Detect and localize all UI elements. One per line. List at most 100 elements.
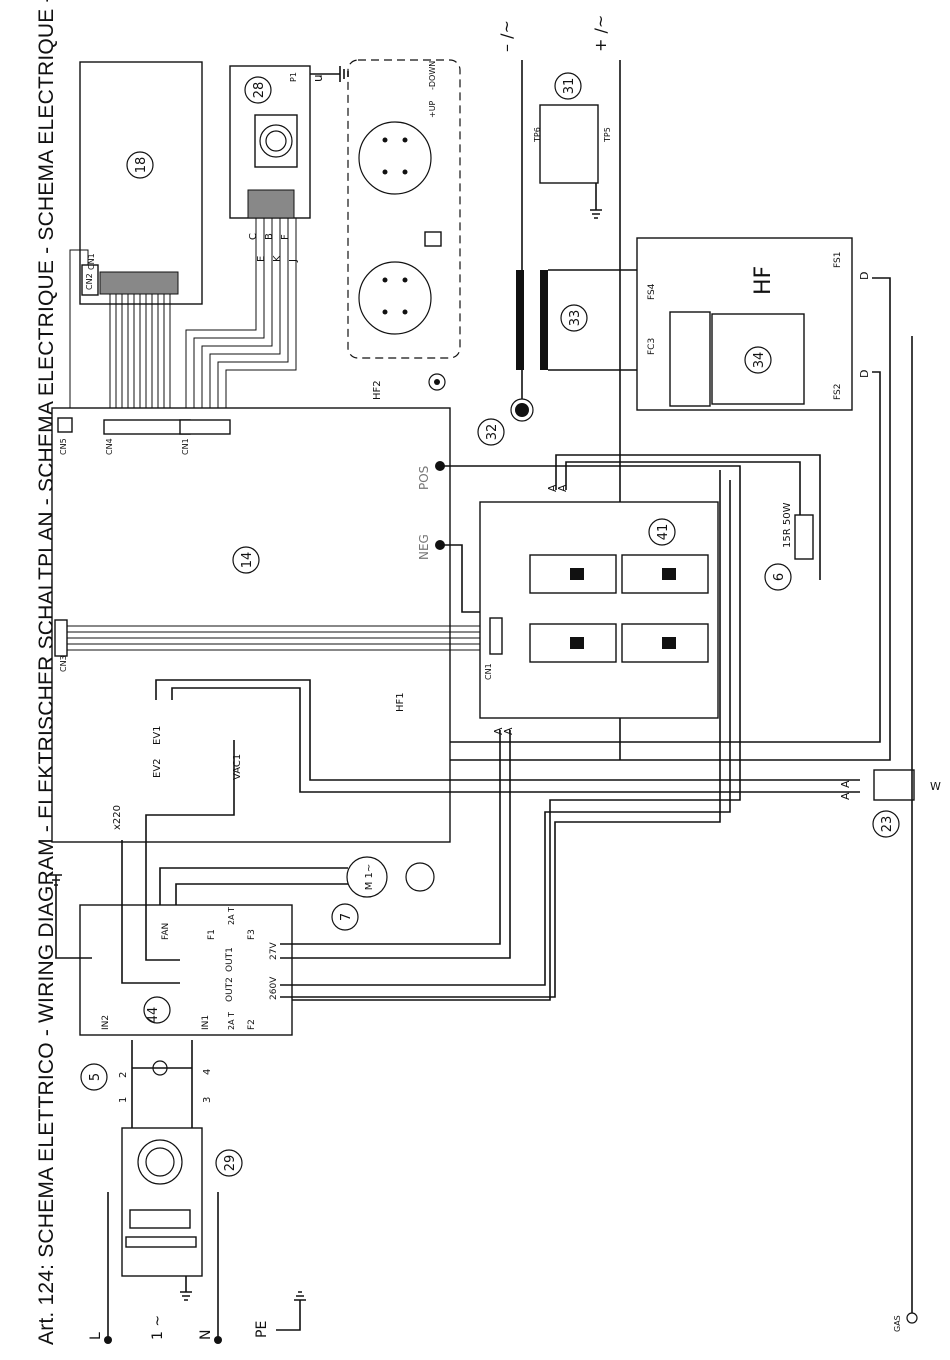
svg-text:CN5: CN5: [59, 438, 68, 455]
marker-14: [232, 546, 260, 574]
svg-text:IN2: IN2: [101, 1015, 111, 1030]
plus-output-label: + /~: [591, 15, 610, 52]
cn4-connector: [103, 419, 191, 435]
svg-text:TP5: TP5: [603, 127, 612, 143]
cn1-label-18: CN1: [87, 253, 96, 270]
svg-text:FS4: FS4: [647, 283, 657, 300]
marker-6: [764, 563, 792, 591]
svg-text:FC3: FC3: [647, 338, 657, 355]
torch-connector-lower: [358, 261, 432, 335]
label-32: 32: [485, 424, 500, 441]
ground-icon: [50, 874, 92, 959]
board-31: [539, 104, 599, 184]
cn2-label: CN2: [85, 273, 94, 290]
label-28: 28: [252, 82, 267, 99]
svg-text:+UP: +UP: [428, 100, 437, 118]
transformer-core-left: [516, 270, 524, 370]
board-18: [79, 61, 203, 305]
label-33: 33: [568, 310, 583, 327]
marker-33: [560, 304, 588, 332]
gas-label: GAS: [893, 1315, 902, 1332]
svg-text:A: A: [492, 727, 505, 735]
marker-29: [215, 1149, 243, 1177]
ground-icon: [590, 183, 602, 219]
svg-text:TP6: TP6: [533, 127, 542, 143]
svg-text:E: E: [256, 256, 267, 262]
svg-text:A: A: [556, 484, 569, 492]
svg-text:K: K: [272, 255, 283, 262]
minus-output-label: – /~: [497, 20, 516, 52]
svg-text:A: A: [839, 792, 852, 800]
label-7: 7: [339, 913, 354, 921]
p1-label: P1: [289, 72, 298, 82]
svg-text:A: A: [546, 484, 559, 492]
svg-text:CN1: CN1: [484, 663, 493, 680]
marker-41: [648, 518, 676, 546]
svg-text:CN4: CN4: [105, 438, 114, 455]
mains-lines: [107, 1192, 219, 1340]
svg-text:J: J: [288, 259, 299, 263]
cn1-28: [247, 189, 295, 219]
svg-text:FAN: FAN: [161, 923, 171, 940]
ground-icon: [276, 1291, 306, 1331]
cn1-connector: [179, 419, 231, 435]
cn3-connector: [54, 619, 68, 657]
ground-icon: [339, 66, 349, 82]
svg-text:W: W: [930, 780, 941, 793]
svg-text:4: 4: [202, 1069, 213, 1075]
wire-ev1: [155, 679, 860, 781]
svg-text:VAC1: VAC1: [232, 754, 243, 780]
cn3-cable: [67, 625, 495, 651]
mains-n-label: N: [198, 1330, 214, 1340]
marker-18: [126, 151, 154, 179]
svg-text:2: 2: [118, 1072, 129, 1078]
svg-text:2A T: 2A T: [227, 1012, 236, 1030]
svg-text:B: B: [264, 233, 275, 240]
label-29: 29: [223, 1155, 238, 1172]
svg-text:15R 50W: 15R 50W: [782, 502, 793, 548]
svg-text:A: A: [502, 727, 515, 735]
marker-28: [244, 76, 272, 104]
svg-text:D: D: [858, 370, 871, 378]
svg-text:3: 3: [202, 1097, 213, 1103]
fan-motor: [346, 856, 388, 898]
hf-label: HF: [751, 266, 776, 295]
svg-text:1: 1: [118, 1097, 129, 1103]
marker-5: [80, 1063, 108, 1091]
torch-connector-box: [347, 59, 461, 359]
svg-text:D: D: [858, 272, 871, 280]
gas-valve-23: [873, 769, 915, 801]
label-6: 6: [772, 573, 787, 581]
board-44: [79, 904, 293, 1036]
resistor-6: [794, 514, 814, 560]
pe-label: PE: [254, 1321, 270, 1338]
wire-ev2: [171, 687, 860, 793]
ribbon-cable: [69, 249, 171, 420]
fan-icon: [405, 862, 435, 892]
svg-text:NEG: NEG: [417, 534, 431, 560]
svg-text:HF1: HF1: [395, 692, 406, 712]
cn5-connector: [57, 417, 73, 433]
label-41: 41: [656, 524, 671, 541]
svg-text:F2: F2: [247, 1019, 257, 1030]
svg-text:u: u: [311, 74, 325, 82]
svg-text:F: F: [280, 234, 291, 240]
svg-text:CN3: CN3: [59, 655, 68, 672]
marker-7: [331, 903, 359, 931]
svg-text:FS2: FS2: [833, 384, 843, 400]
marker-34: [744, 346, 772, 374]
board-41: [479, 501, 719, 719]
ribbon-header: [99, 271, 179, 295]
svg-text:CN1: CN1: [181, 438, 190, 455]
svg-text:FS1: FS1: [833, 252, 843, 268]
svg-text:OUT2: OUT2: [225, 977, 235, 1002]
label-14: 14: [240, 552, 255, 569]
label-31: 31: [562, 78, 577, 95]
torch-connector-upper: [358, 121, 432, 195]
svg-text:27V: 27V: [269, 942, 279, 960]
svg-text:260V: 260V: [269, 976, 279, 1000]
marker-32: [477, 418, 505, 446]
label-23: 23: [880, 816, 895, 833]
igbt-modules: [529, 554, 709, 663]
